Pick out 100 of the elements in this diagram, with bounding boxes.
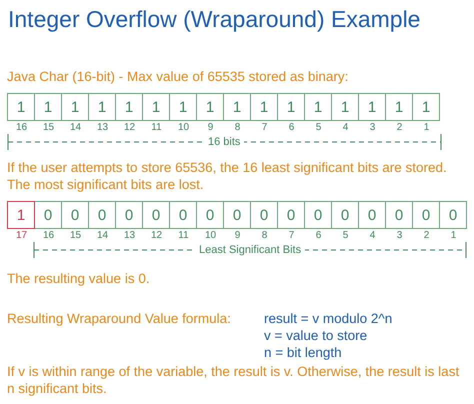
bit-value: 1 <box>314 98 322 116</box>
bit-value: 0 <box>314 206 322 224</box>
bit-position-number: 11 <box>177 230 190 241</box>
bit-position-number: 2 <box>396 122 404 133</box>
bit-value: 0 <box>206 206 214 224</box>
bit-cell <box>277 201 305 229</box>
bit-position-number: 9 <box>234 230 242 241</box>
bit-cell <box>412 201 440 229</box>
bit-cell <box>34 201 62 229</box>
bit-cell <box>412 93 440 121</box>
bit-value: 0 <box>232 206 242 224</box>
bit-cell <box>169 201 197 229</box>
bit-position-number: 13 <box>96 122 110 133</box>
bit-position-number: 4 <box>368 230 376 241</box>
bit-value: 1 <box>368 98 376 116</box>
bit-cell <box>142 201 170 229</box>
bit-cell <box>34 93 62 121</box>
bit-cell <box>61 93 89 121</box>
bit-position-number: 5 <box>314 122 322 133</box>
bit-cell <box>115 93 143 121</box>
bit-value: 1 <box>16 206 26 224</box>
bit-value: 1 <box>206 98 214 116</box>
bit-value: 1 <box>16 98 26 116</box>
bit-position-number: 12 <box>122 122 136 133</box>
bit-position-number: 16 <box>14 122 28 133</box>
bit-cell <box>223 201 251 229</box>
bit-value: 0 <box>394 206 404 224</box>
bit-cell <box>88 201 116 229</box>
bit-value: 1 <box>44 98 52 116</box>
bit-position-number: 15 <box>42 122 56 133</box>
bit-position-number: 14 <box>68 122 82 133</box>
bit-value: 0 <box>368 206 376 224</box>
bit-value: 0 <box>70 206 80 224</box>
bit-position-number: 3 <box>368 122 376 133</box>
bit-position-number: 4 <box>342 122 350 133</box>
bit-position-number: 3 <box>396 230 404 241</box>
bit-value: 0 <box>340 206 350 224</box>
bit-value: 1 <box>124 98 134 116</box>
bit-position-number: 1 <box>422 122 430 133</box>
bit-value: 0 <box>422 206 430 224</box>
bit-position-number: 12 <box>150 230 164 241</box>
bit-cell <box>7 93 35 121</box>
bit-position-number: 1 <box>450 230 458 241</box>
bit-value: 0 <box>260 206 268 224</box>
bit-cell <box>88 93 116 121</box>
bit-value: 1 <box>260 98 268 116</box>
title: Integer Overflow (Wraparound) Example <box>8 6 420 33</box>
bit-position-number: 6 <box>314 230 322 241</box>
bit-value: 0 <box>44 206 52 224</box>
bit-cell <box>331 201 359 229</box>
bit-cell <box>61 201 89 229</box>
bit-cell <box>385 201 413 229</box>
bit-position-number: 8 <box>234 122 242 133</box>
bit-cell <box>358 201 386 229</box>
bit-position-number: 10 <box>204 230 218 241</box>
bit-position-number: 7 <box>288 230 296 241</box>
bit-value: 1 <box>70 98 80 116</box>
bit-value: 1 <box>340 98 350 116</box>
bit-value: 0 <box>448 206 458 224</box>
bit-cell <box>385 93 413 121</box>
bit-cell <box>169 93 197 121</box>
bit-value: 1 <box>394 98 404 116</box>
bit-value: 1 <box>422 98 430 116</box>
bit-position-number: 16 <box>42 230 56 241</box>
bit-cell <box>358 93 386 121</box>
bit-cell <box>304 201 332 229</box>
bit-cell <box>304 93 332 121</box>
bit-position-number: 6 <box>288 122 296 133</box>
bit-position-number: 8 <box>260 230 268 241</box>
bit-position-number: 13 <box>122 230 136 241</box>
bit-position-number: 2 <box>422 230 430 241</box>
bit-position-number: 5 <box>342 230 350 241</box>
bit-cell <box>250 93 278 121</box>
bit-value: 0 <box>178 206 188 224</box>
bit-position-number: 7 <box>260 122 268 133</box>
bit-cell <box>196 201 224 229</box>
bit-cell <box>439 201 467 229</box>
bit-value: 1 <box>98 98 106 116</box>
bit-position-number: 14 <box>96 230 110 241</box>
bit-value: 0 <box>98 206 106 224</box>
bit-value: 1 <box>286 98 296 116</box>
bit-cell <box>277 93 305 121</box>
bit-value: 1 <box>178 98 188 116</box>
bit-value: 1 <box>232 98 242 116</box>
bit-position-number: 11 <box>150 122 163 133</box>
bit-cell <box>196 93 224 121</box>
bit-position-number: 15 <box>68 230 82 241</box>
bit-cell <box>331 93 359 121</box>
bit-position-number: 10 <box>176 122 190 133</box>
bit-cell <box>223 93 251 121</box>
bit-value: 0 <box>124 206 134 224</box>
overflow-bit-cell <box>7 201 35 229</box>
bit-cell <box>115 201 143 229</box>
bit-cell <box>250 201 278 229</box>
bit-value: 0 <box>152 206 160 224</box>
bit-value: 1 <box>152 98 160 116</box>
bit-position-number: 9 <box>206 122 214 133</box>
bit-position-number: 17 <box>14 230 28 241</box>
bit-cell <box>142 93 170 121</box>
bit-value: 0 <box>286 206 296 224</box>
